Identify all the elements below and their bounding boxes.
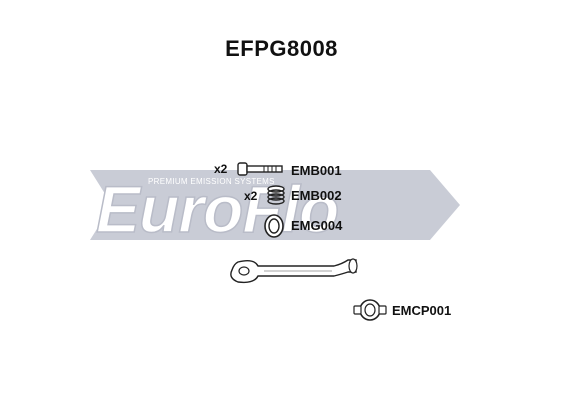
watermark-tagline: PREMIUM EMISSION SYSTEMS xyxy=(148,177,275,186)
part-code-label: EMG004 xyxy=(291,218,343,233)
part-quantity: x2 xyxy=(244,189,258,203)
part-code-label: EMB002 xyxy=(291,188,342,203)
part-quantity: x2 xyxy=(214,162,228,176)
bolt-icon xyxy=(237,162,283,176)
spring-icon xyxy=(267,185,285,205)
clamp-icon xyxy=(353,299,387,321)
page-title: EFPG8008 xyxy=(225,36,338,61)
gasket-ring-icon xyxy=(264,214,284,238)
part-code-label: EMB001 xyxy=(291,163,342,178)
watermark-brand-text: EuroFlo xyxy=(96,172,338,246)
front-pipe-icon xyxy=(230,258,358,284)
watermark-arrow xyxy=(90,170,460,240)
part-code-label: EMCP001 xyxy=(392,303,452,318)
